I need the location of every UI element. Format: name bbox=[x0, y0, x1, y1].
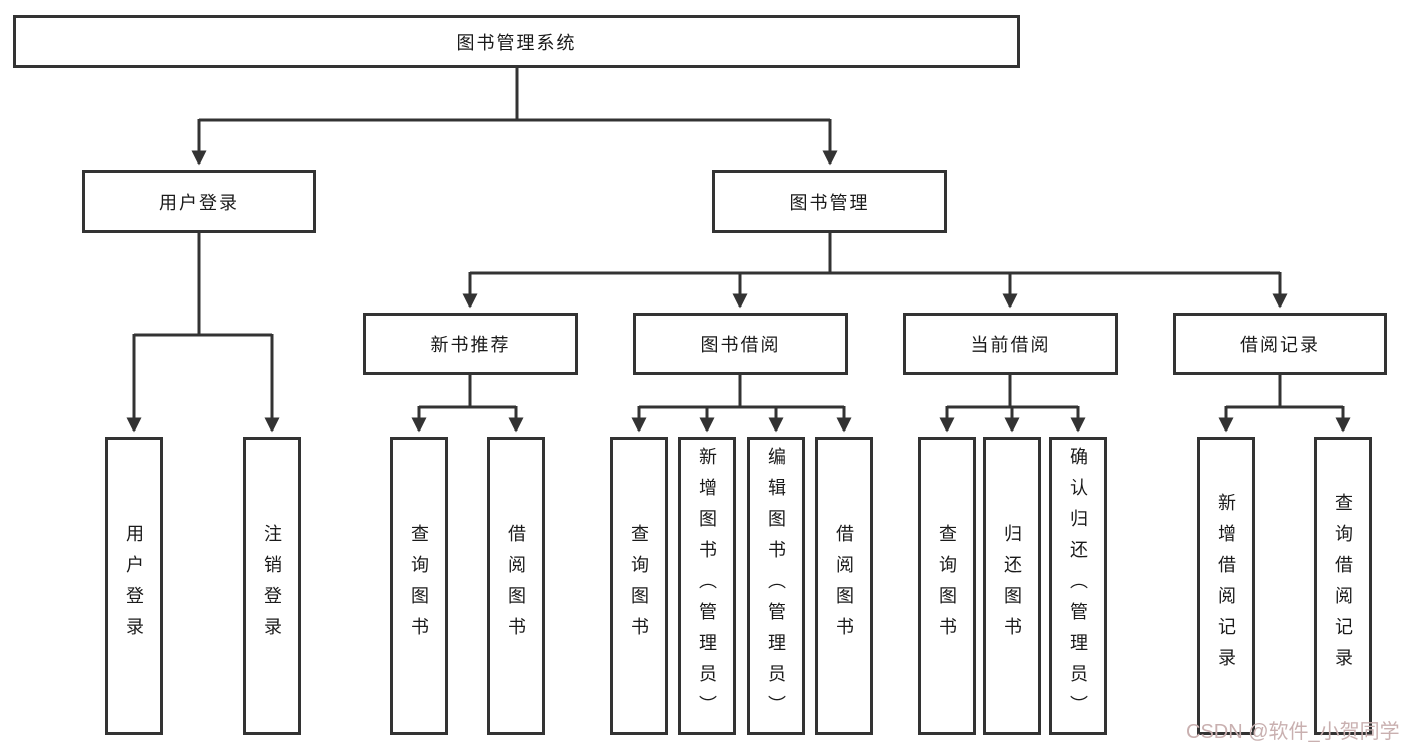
leaf-query-books-2: 查询图书 bbox=[610, 437, 668, 735]
leaf-edit-books-admin: 编辑图书（管理员） bbox=[747, 437, 805, 735]
leaf-add-borrow-record: 新增借阅记录 bbox=[1197, 437, 1255, 735]
leaf-borrow-books-2: 借阅图书 bbox=[815, 437, 873, 735]
node-borrow-records: 借阅记录 bbox=[1173, 313, 1387, 375]
leaf-query-borrow-record: 查询借阅记录 bbox=[1314, 437, 1372, 735]
node-user-login-branch: 用户登录 bbox=[82, 170, 316, 233]
node-current-borrow: 当前借阅 bbox=[903, 313, 1118, 375]
leaf-return-books: 归还图书 bbox=[983, 437, 1041, 735]
csdn-watermark: CSDN @软件_小贺同学 bbox=[1186, 721, 1400, 743]
node-new-book-recommend: 新书推荐 bbox=[363, 313, 578, 375]
node-book-management-branch: 图书管理 bbox=[712, 170, 947, 233]
node-book-borrow: 图书借阅 bbox=[633, 313, 848, 375]
node-root-system: 图书管理系统 bbox=[13, 15, 1020, 68]
leaf-logout: 注销登录 bbox=[243, 437, 301, 735]
leaf-user-login: 用户登录 bbox=[105, 437, 163, 735]
leaf-query-books-3: 查询图书 bbox=[918, 437, 976, 735]
leaf-borrow-books-1: 借阅图书 bbox=[487, 437, 545, 735]
leaf-add-books-admin: 新增图书（管理员） bbox=[678, 437, 736, 735]
leaf-confirm-return-admin: 确认归还（管理员） bbox=[1049, 437, 1107, 735]
leaf-query-books-1: 查询图书 bbox=[390, 437, 448, 735]
